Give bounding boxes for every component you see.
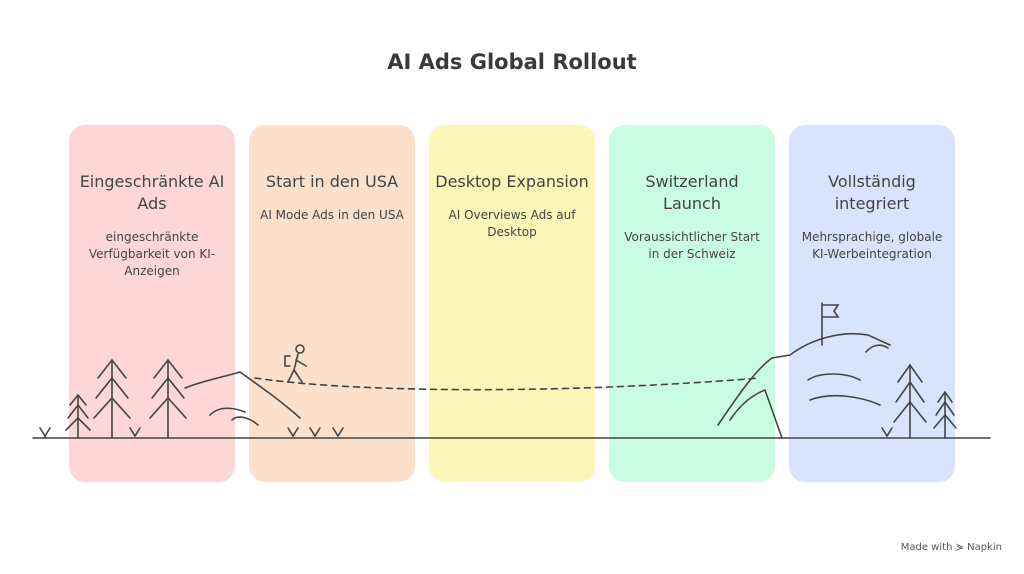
- stage-panel-5: Vollständig integriert Mehrsprachige, gl…: [789, 125, 955, 482]
- stage-panel-3: Desktop Expansion AI Overviews Ads auf D…: [429, 125, 595, 482]
- stage-description: Mehrsprachige, globale KI-Werbeintegrati…: [801, 230, 943, 261]
- stage-description: AI Overviews Ads auf Desktop: [448, 208, 576, 239]
- tree-icon: [933, 390, 957, 439]
- stage-heading: Switzerland Launch: [645, 172, 739, 213]
- hill-icon: [184, 371, 301, 419]
- stage-heading: Start in den USA: [265, 172, 399, 191]
- mountain-icon: [729, 388, 783, 439]
- tree-icon: [149, 358, 187, 439]
- stage-description: eingeschränkte Verfügbarkeit von KI-Anze…: [88, 230, 216, 278]
- stage-panel-1: Eingeschränkte AI Ads eingeschränkte Ver…: [69, 125, 235, 482]
- diagram-title: AI Ads Global Rollout: [387, 50, 637, 74]
- stage-heading: Eingeschränkte AI Ads: [79, 172, 225, 213]
- stage-panel-4: Switzerland Launch Voraussichtlicher Sta…: [609, 125, 775, 482]
- hill-icon: [209, 407, 259, 426]
- grass-icon: [39, 427, 893, 439]
- flag-icon: [821, 302, 840, 346]
- tree-icon: [893, 363, 927, 439]
- path-dashed-line: [254, 377, 761, 391]
- made-with-napkin-label: Made with ⋟ Napkin: [900, 542, 1002, 553]
- tree-icon: [93, 358, 131, 439]
- stage-heading: Desktop Expansion: [435, 172, 589, 191]
- mountain-icon: [717, 332, 891, 426]
- stage-heading: Vollständig integriert: [828, 172, 916, 213]
- hiker-icon: [284, 344, 307, 383]
- stage-description: AI Mode Ads in den USA: [260, 208, 404, 222]
- stage-panel-2: Start in den USA AI Mode Ads in den USA: [249, 125, 415, 482]
- stage-description: Voraussichtlicher Start in der Schweiz: [624, 230, 760, 261]
- tree-icon: [65, 393, 91, 439]
- mountain-ridge-icon: [807, 344, 889, 406]
